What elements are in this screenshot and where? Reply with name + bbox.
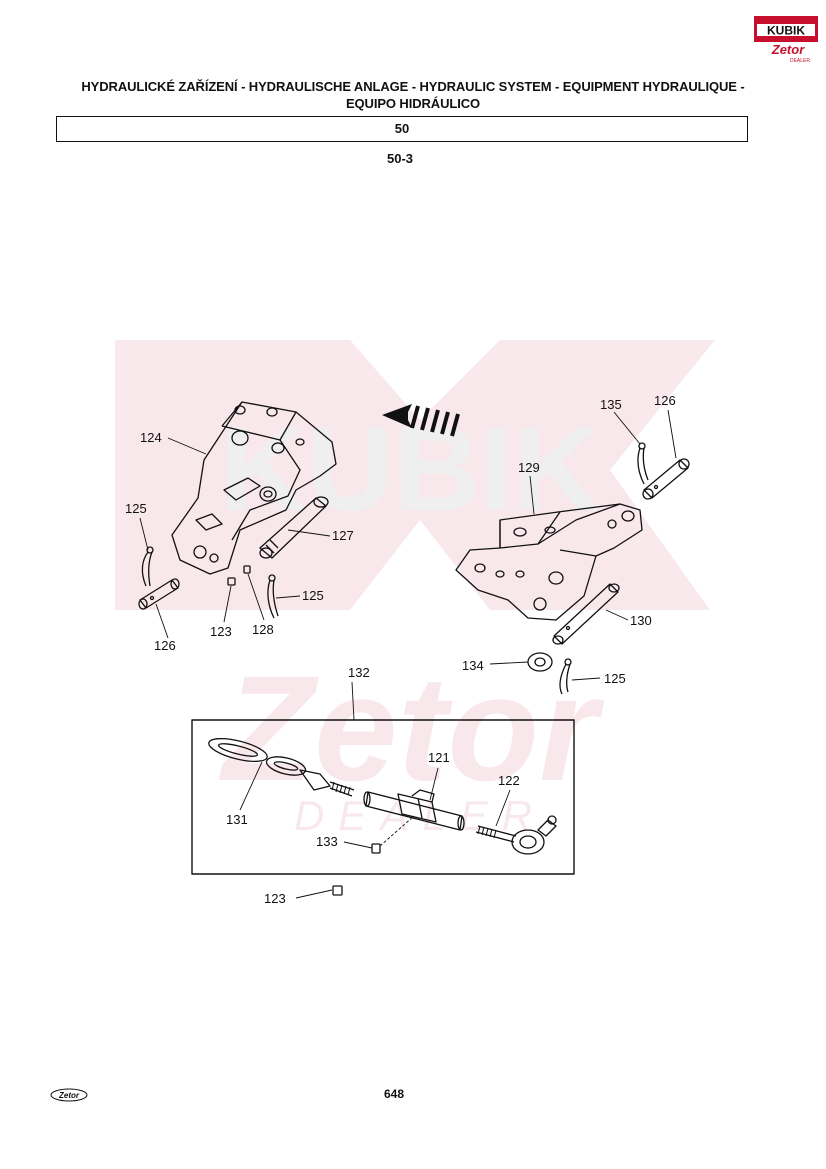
watermark-kubik-text: KUBIK <box>220 402 600 536</box>
bracket-129 <box>455 503 643 621</box>
eye-bolt-122 <box>475 815 557 855</box>
callout-labels: 124 125 126 127 123 128 125 135 126 129 … <box>125 393 676 906</box>
callout-123-bottom: 123 <box>264 891 286 906</box>
watermark-dealer-text: DEALER <box>294 792 546 839</box>
callout-121: 121 <box>428 750 450 765</box>
clevis-pin-126-right <box>642 458 690 500</box>
callout-130: 130 <box>630 613 652 628</box>
leader-lines <box>139 409 677 899</box>
callout-131: 131 <box>226 812 248 827</box>
callout-128: 128 <box>252 622 274 637</box>
callout-123-left: 123 <box>210 624 232 639</box>
footer-brand-text: Zetor <box>58 1091 80 1100</box>
callout-135: 135 <box>600 397 622 412</box>
page-number: 648 <box>384 1087 405 1101</box>
callout-122: 122 <box>498 773 520 788</box>
nipple-128 <box>243 565 251 574</box>
title-line-2: EQUIPO HIDRÁULICO <box>345 96 481 111</box>
callout-126-left: 126 <box>154 638 176 653</box>
bracket-124 <box>171 401 337 575</box>
callout-132: 132 <box>348 665 370 680</box>
pin-127 <box>259 496 329 559</box>
logo-dealer-text: DEALER <box>790 58 810 64</box>
kubik-zetor-logo: KUBIK Zetor DEALER <box>754 16 818 64</box>
cotter-pin-125-right <box>559 658 572 695</box>
watermark-zetor-text: Zetor <box>219 644 606 812</box>
callout-125-middle: 125 <box>302 588 324 603</box>
callout-125-right: 125 <box>604 671 626 686</box>
logo-kubik-text: KUBIK <box>767 24 805 38</box>
callout-126-right: 126 <box>654 393 676 408</box>
cotter-pin-135 <box>637 442 649 485</box>
pin-130 <box>552 583 620 645</box>
title-line-1: HYDRAULICKÉ ZAŘÍZENÍ - HYDRAULISCHE ANLA… <box>81 79 745 94</box>
subsection-number: 50-3 <box>386 151 414 166</box>
turnbuckle-121 <box>363 789 465 831</box>
callout-127: 127 <box>332 528 354 543</box>
cotter-pin-125-middle <box>267 574 279 619</box>
grease-nipple-123-left <box>227 577 236 586</box>
watermark: KUBIK Zetor DEALER <box>115 340 715 839</box>
clevis-pin-126-left <box>138 578 180 610</box>
cotter-pin-125-left <box>141 546 154 587</box>
page-title: HYDRAULICKÉ ZAŘÍZENÍ - HYDRAULISCHE ANLA… <box>40 78 786 112</box>
chain-131 <box>208 737 355 797</box>
nut-133 <box>371 843 381 854</box>
assembly-box-132 <box>191 719 575 875</box>
section-number-box: 50 <box>56 116 748 142</box>
grease-nipple-123-bottom <box>332 885 343 896</box>
callout-134: 134 <box>462 658 484 673</box>
logo-zetor-text: Zetor <box>771 42 805 57</box>
callout-133: 133 <box>316 834 338 849</box>
zetor-footer-logo: Zetor <box>50 1088 88 1102</box>
direction-arrow-icon <box>382 404 460 437</box>
callout-125-left: 125 <box>125 501 147 516</box>
callout-129: 129 <box>518 460 540 475</box>
callout-124: 124 <box>140 430 162 445</box>
